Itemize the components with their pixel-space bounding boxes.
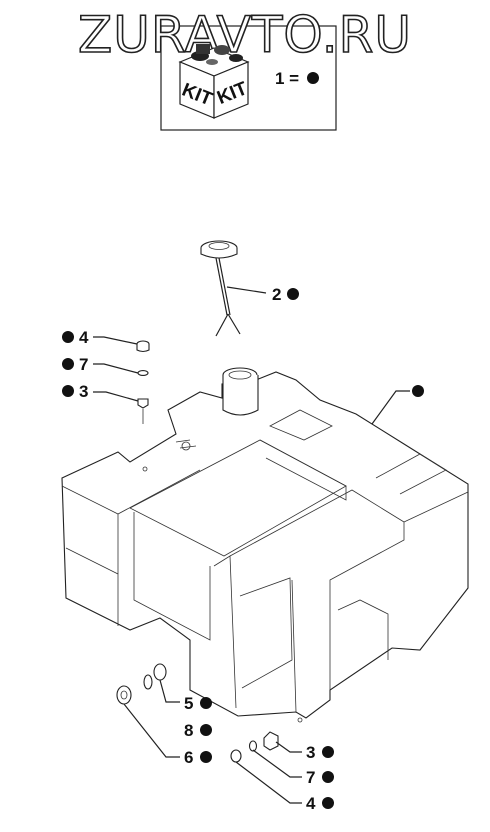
callout-7-lower-dot <box>322 771 334 783</box>
kit-box-icon: KIT KIT <box>178 44 251 119</box>
callout-8-dot <box>200 724 212 736</box>
callout-7-upper-dot <box>62 358 74 370</box>
callout-5-dot <box>200 697 212 709</box>
lower-fasteners-right <box>230 731 279 763</box>
callout-3-lower: 3 <box>306 743 334 762</box>
callout-7-lower: 7 <box>306 768 334 787</box>
watermark: ZURAVTO.RU <box>78 6 412 64</box>
callout-3-lower-number: 3 <box>306 743 315 762</box>
callout-3-upper-number: 3 <box>79 382 88 401</box>
callout-2-dot <box>287 288 299 300</box>
lower-fasteners-left <box>116 663 167 705</box>
callout-3-upper: 3 <box>62 382 88 401</box>
callout-4-upper-number: 4 <box>79 328 89 347</box>
callout-3-upper-dot <box>62 385 74 397</box>
callout-4-lower-dot <box>322 797 334 809</box>
callout-2-number: 2 <box>272 285 281 304</box>
callout-8: 8 <box>184 721 212 740</box>
filler-cap-part <box>200 240 241 337</box>
callout-3-lower-dot <box>322 746 334 758</box>
callout-6-dot <box>200 751 212 763</box>
callout-8-number: 8 <box>184 721 193 740</box>
callout-6: 6 <box>184 748 212 767</box>
callout-7-upper-number: 7 <box>79 355 88 374</box>
callout-5: 5 <box>184 694 212 713</box>
callout-4-lower: 4 <box>306 794 334 813</box>
leader-lines <box>93 286 410 804</box>
callout-2: 2 <box>272 285 299 304</box>
kit-legend-text: 1 = <box>275 69 299 88</box>
callout-6-number: 6 <box>184 748 193 767</box>
callout-5-number: 5 <box>184 694 193 713</box>
callout-7-lower-number: 7 <box>306 768 315 787</box>
callout-4-lower-number: 4 <box>306 794 316 813</box>
callout-4-upper: 4 <box>62 328 89 347</box>
upper-fasteners <box>136 340 150 424</box>
fuel-tank-body <box>61 367 469 723</box>
callout-4-upper-dot <box>62 331 74 343</box>
callout-7-upper: 7 <box>62 355 88 374</box>
callout-tank-dot <box>412 385 424 397</box>
kit-legend-dot <box>307 72 319 84</box>
